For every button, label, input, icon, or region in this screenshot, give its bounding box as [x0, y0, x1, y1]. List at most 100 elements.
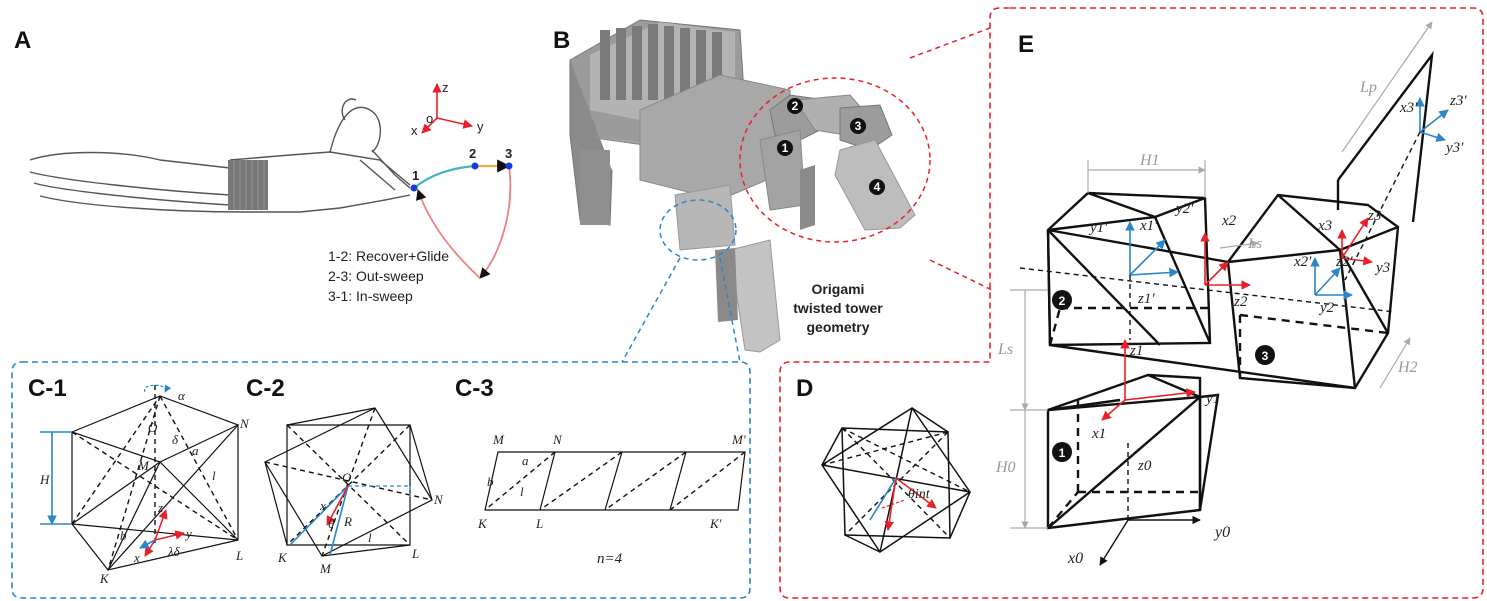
c2-L: L — [411, 546, 419, 561]
zoom-circle-red — [739, 77, 931, 243]
axis-z1: z1 — [1129, 343, 1143, 359]
c1-K: K — [99, 571, 110, 586]
panel-e-label: E — [1018, 31, 1034, 58]
dim-h1: H1 — [1139, 152, 1160, 169]
c1-M: M — [137, 458, 150, 473]
axis-x3p: x3′ — [1399, 100, 1418, 116]
axis-z-label: z — [442, 80, 449, 95]
dim-ls-2: Ls — [1247, 236, 1262, 252]
axis-y3: y3 — [1374, 260, 1390, 276]
zoom-circle-blue — [659, 199, 737, 261]
axis-y-label: y — [477, 119, 484, 134]
panel-a: A z y x o — [14, 27, 513, 304]
e-module-badge-1: 1 — [1059, 446, 1066, 460]
d-hidden-edges — [821, 427, 971, 539]
axis-z1p: z1′ — [1137, 291, 1155, 307]
axis-x1: x1 — [1091, 426, 1106, 442]
axis-x2: x2 — [1221, 213, 1237, 229]
c1-alpha: α — [178, 388, 186, 403]
dim-lp: Lp — [1359, 79, 1377, 96]
e-module-badge-2: 2 — [1059, 294, 1066, 308]
c3-l: l — [520, 484, 524, 499]
c2-radius — [329, 485, 349, 556]
c2-O: O — [342, 470, 352, 485]
c3-a: a — [522, 453, 529, 468]
c2-N: N — [433, 492, 444, 507]
c1-lambda-delta: λδ — [167, 544, 181, 559]
axis-z2p: z2′ — [1335, 254, 1353, 270]
c1-z: z — [157, 500, 163, 515]
swim-trunks-hatch — [233, 160, 265, 210]
finger-badge-1: 1 — [782, 141, 789, 155]
c1-L: L — [235, 548, 243, 563]
axis-y3p: y3′ — [1444, 140, 1464, 156]
connector-to-e-top — [909, 27, 991, 59]
finger-badge-4: 4 — [874, 180, 881, 194]
panel-d-label: D — [796, 375, 813, 402]
stroke-trajectory: 1 2 3 — [410, 146, 513, 279]
axis-x1p: x1′ — [1139, 218, 1158, 234]
c1-b: b — [120, 528, 127, 543]
dim-h0: H0 — [995, 459, 1016, 476]
c1-l: l — [212, 468, 216, 483]
dimension-lines: H1 Lp Ls Ls H2 H0 — [995, 21, 1433, 529]
e-axis-labels: x3′ z3′ y3′ y1′ x1′ y2′ x2 x3 z3 x2′ z2′… — [1067, 93, 1467, 567]
c2-K: K — [277, 550, 288, 565]
robot-render: 1 2 3 4 — [569, 19, 916, 353]
panel-c2-label: C-2 — [246, 375, 285, 402]
c3-K: K — [477, 516, 488, 531]
panel-c3: C-3 M N M′ a b l K L K′ n=4 — [455, 375, 746, 567]
c3-M-prime: M′ — [731, 432, 746, 447]
c1-H: H — [39, 472, 50, 487]
c2-R: R — [343, 514, 352, 529]
panel-b-label: B — [553, 27, 570, 54]
c3-diagonals — [484, 451, 746, 511]
panel-c1-label: C-1 — [28, 375, 67, 402]
panel-c2: C-2 O x θ R N l K M L — [246, 375, 444, 576]
c3-L: L — [535, 516, 543, 531]
axes-a: z y x o — [411, 80, 484, 138]
c1-O: O — [148, 420, 158, 435]
axis-y0: y0 — [1213, 524, 1230, 541]
panel-a-label: A — [14, 27, 31, 54]
module-2: 2 — [1046, 191, 1212, 347]
point-1-label: 1 — [412, 168, 419, 183]
c1-a: a — [192, 443, 199, 458]
b-caption-line-1: Origami — [812, 281, 865, 297]
c2-hidden-edges — [264, 407, 433, 557]
axis-y2p: y2′ — [1174, 201, 1194, 217]
legend-line-2: 2-3: Out-sweep — [328, 268, 424, 284]
frame-c — [11, 361, 751, 599]
axis-x3: x3 — [1317, 218, 1332, 234]
axis-x-label: x — [411, 123, 418, 138]
dim-h2: H2 — [1397, 359, 1418, 376]
finger-badge-2: 2 — [792, 99, 799, 113]
axis-z0: z0 — [1137, 458, 1152, 474]
axis-y1p: y1′ — [1088, 220, 1108, 236]
axis-y1: y1 — [1204, 391, 1220, 407]
c2-M: M — [319, 561, 332, 576]
finger-badge-3: 3 — [855, 119, 862, 133]
dim-ls: Ls — [997, 341, 1013, 358]
c1-N: N — [239, 416, 250, 431]
swim-trunks — [228, 160, 268, 210]
point-2-label: 2 — [469, 146, 476, 161]
c3-caption: n=4 — [597, 551, 623, 567]
axis-x2p: x2′ — [1293, 254, 1312, 270]
swimmer-figure — [29, 98, 411, 213]
c1-x: x — [133, 550, 140, 565]
legend-line-3: 3-1: In-sweep — [328, 288, 413, 304]
b-caption-line-2: twisted tower — [793, 300, 883, 316]
e-module-badge-3: 3 — [1262, 349, 1269, 363]
panel-b: B — [553, 19, 993, 363]
b-caption-line-3: geometry — [806, 319, 869, 335]
panel-e: E 1 2 — [995, 21, 1467, 567]
axis-z3: z3 — [1367, 208, 1381, 224]
axis-y2: y2 — [1318, 300, 1335, 316]
coordinate-frames — [1019, 97, 1449, 566]
c3-M: M — [492, 432, 505, 447]
point-3-label: 3 — [505, 146, 512, 161]
c1-hidden-edges — [71, 385, 239, 571]
d-theta-int: θint — [908, 487, 931, 502]
